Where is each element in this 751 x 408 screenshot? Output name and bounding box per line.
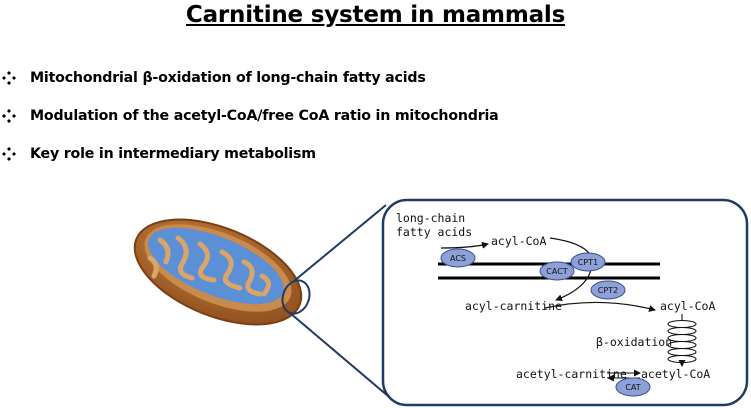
svg-text:CACT: CACT [546,267,568,276]
label-acyl-coa-top: acyl-CoA [491,234,546,248]
bullet-text: Key role in intermediary metabolism [30,146,316,162]
mitochondrion-image [133,218,311,326]
bullet-item: Mitochondrial β-oxidation of long-chain … [2,68,499,88]
label-fatty-acids: fatty acids [396,225,472,239]
svg-text:CPT1: CPT1 [578,258,598,267]
label-acyl-carnitine: acyl-carnitine [465,299,562,313]
bullet-item: Key role in intermediary metabolism [2,144,499,164]
enzyme-cpt1: CPT1 [570,252,606,272]
svg-text:ACS: ACS [450,254,466,263]
page-title: Carnitine system in mammals [185,2,566,28]
enzyme-cact: CACT [539,261,575,281]
svg-text:CPT2: CPT2 [598,286,618,295]
diamond-bullet-icon [2,71,16,85]
enzyme-cpt2: CPT2 [590,280,626,300]
enzyme-acs: ACS [440,248,476,268]
svg-text:CAT: CAT [625,383,640,392]
label-beta-oxidation: β-oxidation [596,335,672,349]
arrow-cpt2 [544,301,656,312]
beta-oxidation-coil [667,319,697,364]
enzyme-cat: CAT [615,377,651,397]
bullet-item: Modulation of the acetyl-CoA/free CoA ra… [2,106,499,126]
label-acyl-coa-right: acyl-CoA [660,299,715,313]
diamond-bullet-icon [2,109,16,123]
zoom-panel [381,198,749,407]
arrow-acs [440,241,489,249]
bullet-list: Mitochondrial β-oxidation of long-chain … [2,68,499,182]
label-long-chain: long-chain [396,211,465,225]
label-acetyl-carnitine: acetyl-carnitine [516,367,627,381]
diamond-bullet-icon [2,147,16,161]
bullet-text: Modulation of the acetyl-CoA/free CoA ra… [30,108,499,124]
bullet-text: Mitochondrial β-oxidation of long-chain … [30,70,426,86]
zoom-line-bottom [289,312,389,397]
label-acetyl-coa: acetyl-CoA [641,367,710,381]
zoom-line-top [293,204,387,282]
